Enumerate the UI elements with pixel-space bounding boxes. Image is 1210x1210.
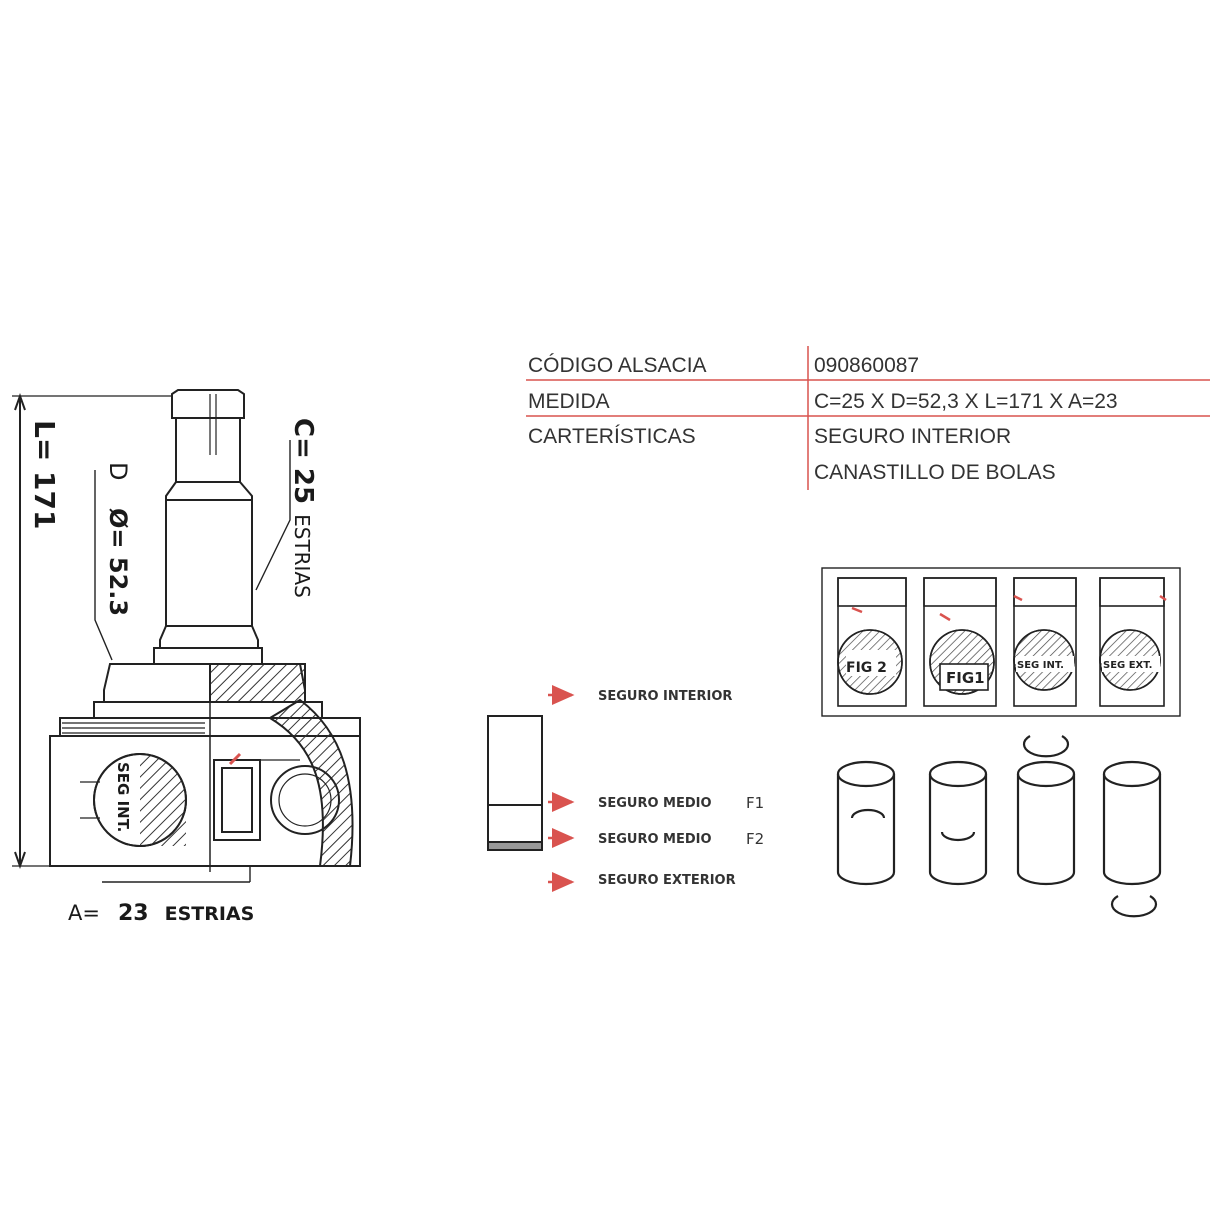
table-value: 090860087 — [814, 354, 919, 377]
clip-cylinder-2 — [928, 760, 988, 886]
figure-seg-ext — [1099, 577, 1167, 707]
figure-label: SEG EXT. — [1103, 660, 1152, 671]
legend-label: SEGURO INTERIOR — [598, 689, 732, 704]
dimension-C-leader — [255, 440, 291, 591]
dimension-D-label: Ø= 52.3 — [104, 508, 132, 616]
table-value: C=25 X D=52,3 X L=171 X A=23 — [814, 390, 1118, 413]
legend-label: SEGURO MEDIO — [598, 796, 712, 811]
table-value: CANASTILLO DE BOLAS — [814, 461, 1056, 484]
clip-ring — [1022, 735, 1070, 758]
dimension-C-label: C= 25ESTRIAS — [288, 418, 318, 598]
table-label: MEDIDA — [528, 390, 610, 413]
cv-joint-drawing — [12, 389, 361, 883]
shaft — [153, 389, 263, 665]
joint-housing — [49, 663, 361, 867]
legend-code: F1 — [746, 794, 764, 812]
clip-legend: SEGURO INTERIOR SEGURO MEDIO F1 SEGURO M… — [487, 685, 764, 892]
figure-label: FIG 2 — [846, 660, 887, 676]
clip-ring — [1110, 895, 1158, 918]
seg-int-label: SEG INT. — [114, 762, 132, 832]
table-label: CARTERÍSTICAS — [528, 425, 696, 448]
figure-fig1 — [923, 577, 997, 707]
legend-label: SEGURO MEDIO — [598, 832, 712, 847]
figure-label: FIG1 — [946, 669, 985, 687]
table-label: CÓDIGO ALSACIA — [528, 354, 707, 377]
dimension-L-label: L= 171 — [28, 420, 61, 530]
clip-cylinder-1 — [836, 760, 896, 886]
figure-seg-int — [1013, 577, 1077, 707]
figure-label: SEG INT. — [1017, 660, 1064, 671]
legend-label: SEGURO EXTERIOR — [598, 873, 736, 888]
spec-table: CÓDIGO ALSACIA 090860087 MEDIDA C=25 X D… — [526, 346, 1210, 490]
dimension-L-line — [12, 393, 172, 869]
table-value: SEGURO INTERIOR — [814, 425, 1011, 448]
dimension-D-letter: D — [104, 462, 132, 480]
dimension-D-leader — [94, 470, 113, 661]
figure-panel — [821, 567, 1181, 717]
dimension-A-leader — [102, 866, 251, 883]
figure-fig2 — [837, 577, 907, 707]
clip-cylinder-4 — [1102, 760, 1162, 918]
legend-cylinder — [487, 715, 543, 851]
clip-cylinders — [836, 735, 1162, 918]
legend-code: F2 — [746, 830, 764, 848]
clip-cylinder-3 — [1016, 760, 1076, 886]
